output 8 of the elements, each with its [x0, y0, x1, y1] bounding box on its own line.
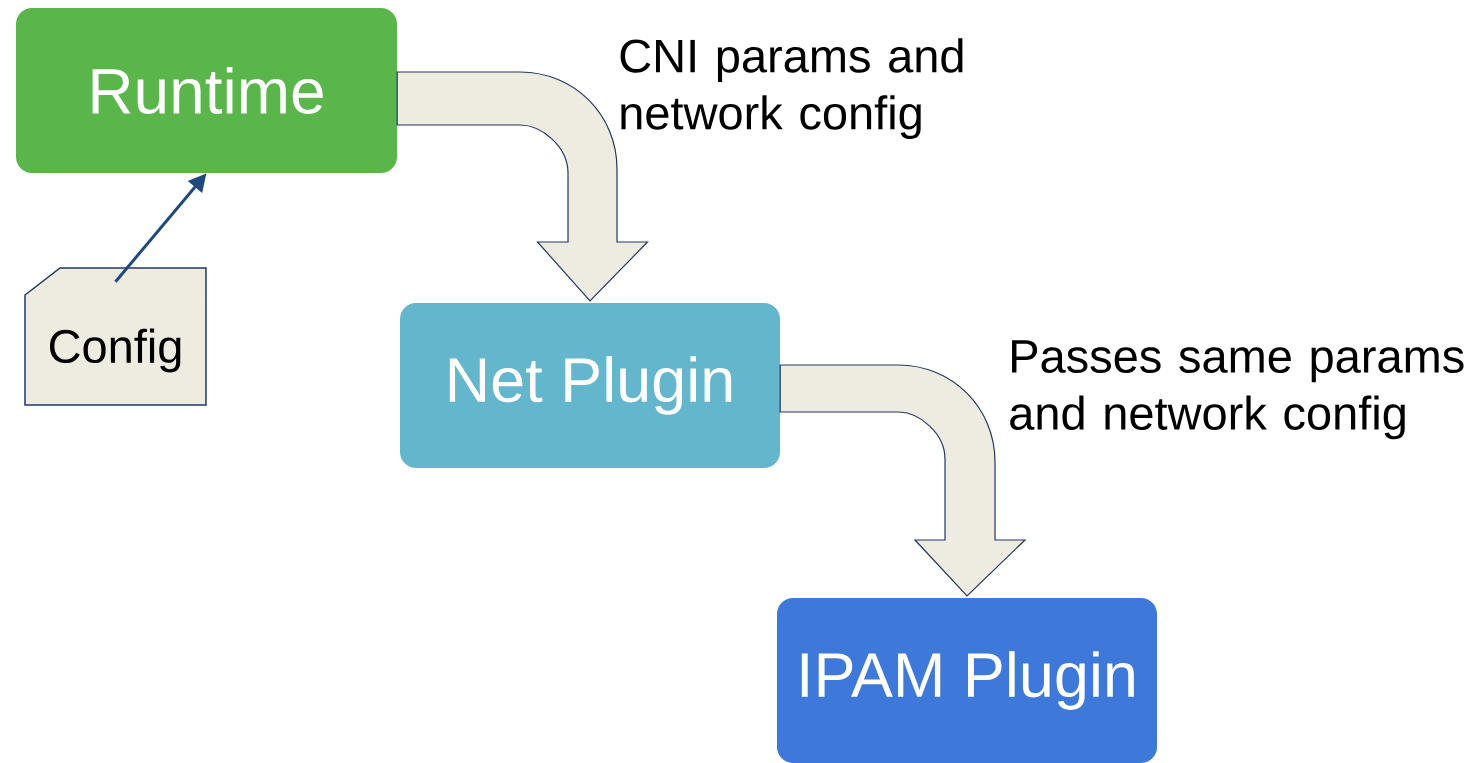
process-box: Net Plugin — [400, 303, 780, 468]
block-arrow — [779, 364, 1026, 597]
edge-label: CNI params and network config — [620, 38, 963, 139]
process-box: IPAM Plugin — [777, 598, 1157, 763]
block-arrow — [396, 71, 649, 302]
edge-label: Passes same params and network config — [1010, 340, 1464, 440]
document-card: Config — [24, 267, 207, 406]
process-box: Runtime — [16, 8, 397, 173]
